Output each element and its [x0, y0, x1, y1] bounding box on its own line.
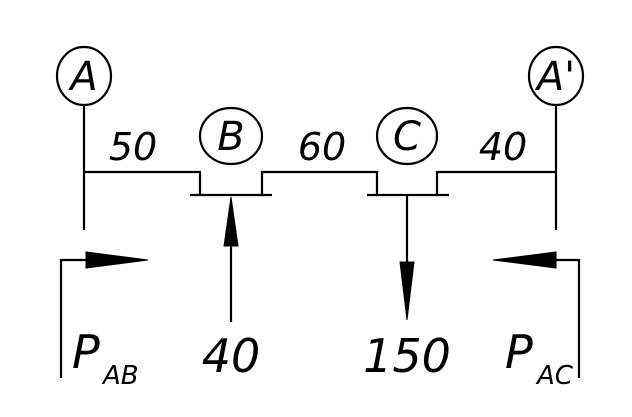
- segment-a-b-line: [84, 170, 202, 195]
- load-b-value: 40: [202, 329, 261, 383]
- flow-left-symbol: P: [72, 325, 100, 379]
- node-c-circle: [375, 106, 439, 166]
- flow-left-subscript: AB: [101, 361, 139, 391]
- node-a: A: [55, 45, 113, 230]
- flow-right-symbol: P: [505, 325, 533, 379]
- node-a-label: A: [67, 54, 97, 100]
- segment-c-a-prime-line: [435, 170, 556, 195]
- load-c-value: 150: [363, 329, 451, 383]
- node-a-prime-label: A': [534, 54, 575, 100]
- node-a-prime: A': [527, 45, 585, 230]
- node-c: C 150: [363, 106, 451, 383]
- load-c-arrow-icon: [399, 261, 415, 321]
- segment-c-a-prime-length: 40: [479, 125, 527, 169]
- node-b-circle: [198, 106, 264, 166]
- segment-a-b-length: 50: [109, 125, 157, 169]
- flow-right-bracket: [550, 258, 581, 378]
- segment-b-c-line: [260, 170, 379, 195]
- node-b-label: B: [217, 114, 244, 160]
- segment-b-c-length: 60: [298, 125, 346, 169]
- flow-right-subscript: AC: [535, 361, 574, 391]
- flow-left-bracket: [59, 258, 92, 378]
- node-c-label: C: [393, 114, 421, 160]
- load-b-arrow-icon: [223, 196, 239, 247]
- flow-left-arrow-icon: [85, 251, 149, 269]
- flow-left: P AB: [59, 251, 149, 391]
- node-b: B 40: [190, 106, 272, 383]
- flow-right: P AC: [492, 251, 581, 391]
- flow-right-arrow-icon: [492, 251, 557, 269]
